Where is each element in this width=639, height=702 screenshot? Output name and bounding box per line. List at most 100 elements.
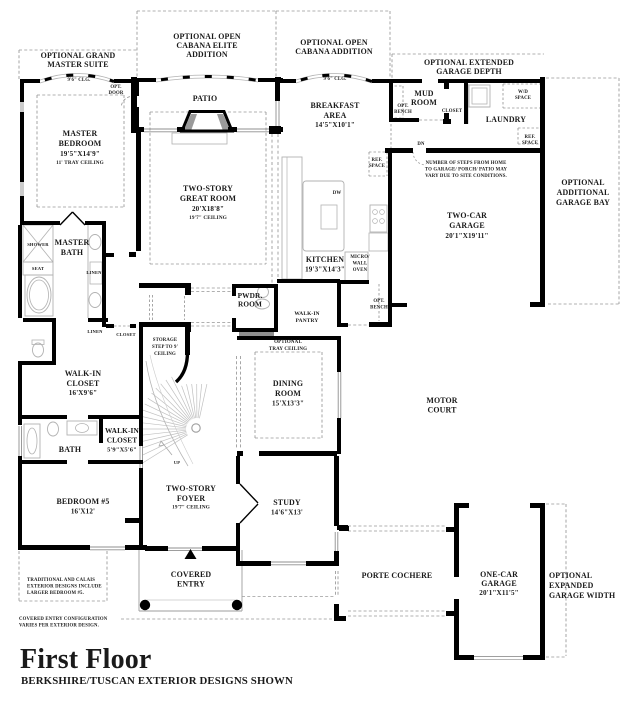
svg-text:REF.: REF.: [372, 158, 383, 163]
svg-text:WALK-IN: WALK-IN: [65, 369, 102, 378]
svg-text:TRAY CEILING: TRAY CEILING: [269, 347, 307, 352]
svg-text:GARAGE BAY: GARAGE BAY: [556, 198, 610, 207]
svg-text:ADDITION: ADDITION: [186, 50, 228, 59]
svg-text:LAUNDRY: LAUNDRY: [486, 115, 526, 124]
svg-text:SPACE: SPACE: [522, 141, 538, 146]
svg-text:OVEN: OVEN: [353, 268, 368, 273]
svg-text:STUDY: STUDY: [273, 498, 301, 507]
svg-text:5'9"X5'6": 5'9"X5'6": [107, 447, 137, 454]
svg-text:ONE-CAR: ONE-CAR: [480, 570, 518, 579]
svg-text:OPTIONAL: OPTIONAL: [561, 178, 604, 187]
svg-text:WALK-IN: WALK-IN: [105, 426, 139, 435]
svg-text:GARAGE WIDTH: GARAGE WIDTH: [549, 591, 615, 600]
svg-text:GARAGE: GARAGE: [449, 221, 485, 230]
svg-text:9'6" CLG.: 9'6" CLG.: [68, 78, 91, 83]
svg-text:OPTIONAL: OPTIONAL: [274, 340, 302, 345]
svg-text:BENCH: BENCH: [370, 306, 388, 311]
svg-text:CLOSET: CLOSET: [107, 436, 138, 445]
svg-text:PWDR.: PWDR.: [238, 291, 263, 300]
svg-text:TO GARAGE/ PORCH/ PATIO MAY: TO GARAGE/ PORCH/ PATIO MAY: [425, 168, 508, 173]
svg-text:CLOSET: CLOSET: [67, 379, 101, 388]
svg-text:CABANA ELITE: CABANA ELITE: [176, 41, 237, 50]
svg-text:GARAGE: GARAGE: [481, 579, 517, 588]
svg-text:TRADITIONAL AND CALAIS: TRADITIONAL AND CALAIS: [27, 578, 95, 583]
svg-text:TWO-STORY: TWO-STORY: [183, 184, 233, 193]
svg-text:LINEN: LINEN: [87, 329, 103, 334]
svg-text:PATIO: PATIO: [193, 94, 218, 103]
svg-text:BERKSHIRE/TUSCAN EXTERIOR DESI: BERKSHIRE/TUSCAN EXTERIOR DESIGNS SHOWN: [21, 675, 293, 687]
svg-text:PORTE COCHERE: PORTE COCHERE: [362, 571, 433, 580]
svg-text:11' TRAY CEILING: 11' TRAY CEILING: [56, 160, 104, 166]
svg-text:MICRO/: MICRO/: [350, 255, 370, 260]
svg-text:KITCHEN: KITCHEN: [306, 255, 344, 264]
svg-text:BATH: BATH: [59, 445, 81, 454]
svg-text:GARAGE DEPTH: GARAGE DEPTH: [436, 67, 502, 76]
svg-text:DN: DN: [417, 142, 425, 147]
svg-text:LARGER BEDROOM #5.: LARGER BEDROOM #5.: [27, 591, 84, 596]
svg-text:19'3"X14'3": 19'3"X14'3": [305, 266, 345, 274]
svg-text:MASTER: MASTER: [63, 129, 98, 138]
svg-text:CABANA ADDITION: CABANA ADDITION: [295, 47, 373, 56]
svg-text:NUMBER OF STEPS FROM HOME: NUMBER OF STEPS FROM HOME: [426, 161, 507, 166]
svg-text:BREAKFAST: BREAKFAST: [311, 101, 361, 110]
svg-text:BATH: BATH: [61, 248, 83, 257]
svg-text:ADDITIONAL: ADDITIONAL: [557, 188, 610, 197]
svg-text:OPT.: OPT.: [110, 85, 121, 90]
svg-text:SPACE: SPACE: [515, 96, 531, 101]
svg-text:TWO-STORY: TWO-STORY: [166, 484, 216, 493]
svg-text:OPTIONAL EXTENDED: OPTIONAL EXTENDED: [424, 58, 514, 67]
svg-text:ROOM: ROOM: [238, 300, 262, 309]
svg-text:19'5"X14'9": 19'5"X14'9": [60, 150, 100, 158]
svg-text:UP: UP: [174, 460, 180, 465]
svg-text:LINEN: LINEN: [86, 270, 102, 275]
svg-text:ENTRY: ENTRY: [177, 580, 205, 589]
svg-text:FOYER: FOYER: [177, 494, 206, 503]
svg-text:CLOSET: CLOSET: [116, 332, 136, 337]
svg-text:MASTER: MASTER: [55, 238, 90, 247]
svg-text:AREA: AREA: [324, 111, 347, 120]
svg-text:14'6"X13': 14'6"X13': [271, 509, 303, 517]
svg-text:First Floor: First Floor: [20, 644, 152, 675]
svg-text:MOTOR: MOTOR: [426, 396, 457, 405]
svg-text:SHOWER: SHOWER: [27, 242, 49, 247]
svg-text:OPTIONAL OPEN: OPTIONAL OPEN: [173, 32, 241, 41]
svg-text:DW: DW: [333, 191, 342, 196]
svg-text:WALL: WALL: [353, 262, 368, 267]
svg-text:DOOR: DOOR: [109, 91, 124, 96]
svg-text:COURT: COURT: [428, 406, 458, 415]
svg-text:COVERED: COVERED: [171, 570, 212, 579]
svg-text:SEAT: SEAT: [32, 266, 44, 271]
svg-text:BEDROOM: BEDROOM: [59, 139, 102, 148]
svg-text:COVERED ENTRY CONFIGURATION: COVERED ENTRY CONFIGURATION: [19, 617, 108, 622]
svg-text:GREAT ROOM: GREAT ROOM: [180, 194, 237, 203]
svg-text:CLOSET: CLOSET: [442, 109, 463, 114]
svg-text:15'X13'3": 15'X13'3": [272, 400, 304, 408]
svg-text:9'6" CLG.: 9'6" CLG.: [324, 77, 347, 82]
svg-text:CEILING: CEILING: [154, 352, 176, 357]
svg-text:16'X9'6": 16'X9'6": [69, 389, 97, 397]
svg-text:STORAGE: STORAGE: [153, 338, 177, 343]
svg-text:MASTER SUITE: MASTER SUITE: [47, 60, 108, 69]
svg-text:20'1"X19'11": 20'1"X19'11": [445, 232, 488, 240]
svg-text:OPT.: OPT.: [373, 299, 384, 304]
svg-text:ROOM: ROOM: [411, 98, 437, 107]
svg-text:WALK-IN: WALK-IN: [294, 311, 319, 317]
svg-text:W/D: W/D: [518, 90, 528, 95]
svg-text:20'X18'8": 20'X18'8": [192, 205, 224, 213]
svg-text:20'1"X11'5": 20'1"X11'5": [479, 589, 518, 597]
svg-text:MUD: MUD: [414, 89, 433, 98]
svg-text:OPTIONAL: OPTIONAL: [549, 571, 592, 580]
svg-text:STEP TO 9': STEP TO 9': [152, 345, 178, 350]
svg-text:16'X12': 16'X12': [71, 508, 95, 516]
svg-text:REF.: REF.: [525, 135, 536, 140]
svg-text:BENCH: BENCH: [394, 110, 412, 115]
svg-text:SPACE: SPACE: [369, 164, 385, 169]
svg-text:OPTIONAL GRAND: OPTIONAL GRAND: [41, 51, 116, 60]
svg-text:19'7" CEILING: 19'7" CEILING: [172, 505, 210, 511]
svg-text:PANTRY: PANTRY: [296, 318, 319, 324]
svg-text:19'7" CEILING: 19'7" CEILING: [189, 215, 227, 221]
svg-text:OPTIONAL OPEN: OPTIONAL OPEN: [300, 38, 368, 47]
svg-text:EXPANDED: EXPANDED: [549, 581, 594, 590]
svg-text:DINING: DINING: [273, 379, 303, 388]
svg-text:EXTERIOR DESIGNS INCLUDE: EXTERIOR DESIGNS INCLUDE: [27, 585, 102, 590]
